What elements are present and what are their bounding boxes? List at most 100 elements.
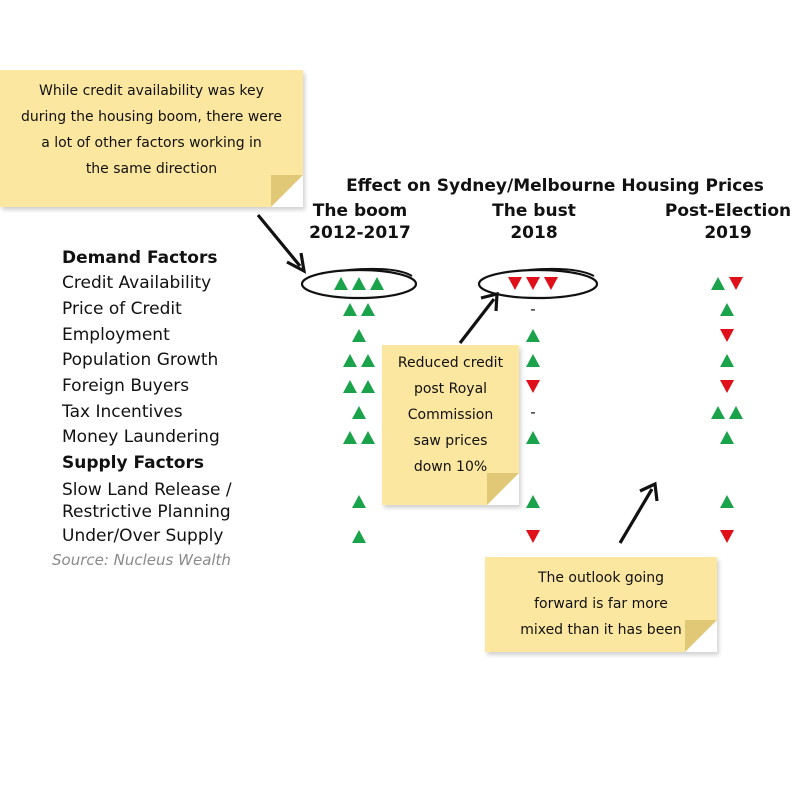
boom-note-line-1: While credit availability was key xyxy=(39,83,264,99)
up-triangle-icon xyxy=(361,430,375,444)
indicator-boom-slow-land-release xyxy=(299,490,419,512)
row-label-credit-availability: Credit Availability xyxy=(62,273,212,293)
indicator-post-slow-land-release xyxy=(667,490,787,512)
down-triangle-icon xyxy=(508,276,522,290)
up-triangle-icon xyxy=(352,328,366,342)
up-triangle-icon xyxy=(352,494,366,508)
indicator-post-population-growth xyxy=(667,349,787,371)
row-label-tax-incentives: Tax Incentives xyxy=(62,402,183,422)
col-bust-period: 2018 xyxy=(510,223,558,243)
col-boom-period: 2012-2017 xyxy=(309,223,411,243)
outlook-arrow-line xyxy=(618,488,654,544)
up-triangle-icon xyxy=(343,353,357,367)
indicator-bust-population-growth xyxy=(473,349,593,371)
section-supply-factors: Supply Factors xyxy=(62,453,204,473)
indicator-bust-slow-land-release xyxy=(473,490,593,512)
down-triangle-icon xyxy=(544,276,558,290)
up-triangle-icon xyxy=(720,430,734,444)
note-fold xyxy=(271,175,303,207)
outlook-note-line-3: mixed than it has been xyxy=(520,622,682,638)
boom-note-line-3: a lot of other factors working in xyxy=(41,135,262,151)
indicator-boom-tax-incentives xyxy=(299,401,419,423)
chart-title: Effect on Sydney/Melbourne Housing Price… xyxy=(346,176,764,196)
indicator-boom-employment xyxy=(299,324,419,346)
indicator-bust-foreign-buyers xyxy=(473,375,593,397)
source-caption: Source: Nucleus Wealth xyxy=(52,551,231,569)
outlook-sticky-note: The outlook going forward is far more mi… xyxy=(485,557,717,652)
up-triangle-icon xyxy=(720,353,734,367)
row-label-employment: Employment xyxy=(62,325,170,345)
indicator-post-employment xyxy=(667,324,787,346)
down-triangle-icon xyxy=(729,276,743,290)
up-triangle-icon xyxy=(526,430,540,444)
up-triangle-icon xyxy=(526,353,540,367)
indicator-post-under-over-supply xyxy=(667,525,787,547)
indicator-post-price-of-credit xyxy=(667,298,787,320)
up-triangle-icon xyxy=(526,328,540,342)
indicator-post-money-laundering xyxy=(667,426,787,448)
bust-sticky-note: Reduced credit post Royal Commission saw… xyxy=(382,345,519,505)
indicator-bust-money-laundering xyxy=(473,426,593,448)
row-label-population-growth: Population Growth xyxy=(62,350,219,370)
down-triangle-icon xyxy=(526,529,540,543)
bust-note-line-4: saw prices xyxy=(413,433,488,449)
up-triangle-icon xyxy=(352,529,366,543)
indicator-post-foreign-buyers xyxy=(667,375,787,397)
row-label-slow-land-release: Slow Land Release / xyxy=(62,480,232,500)
indicator-boom-under-over-supply xyxy=(299,525,419,547)
indicator-boom-foreign-buyers xyxy=(299,375,419,397)
indicator-boom-money-laundering xyxy=(299,426,419,448)
down-triangle-icon xyxy=(526,276,540,290)
row-label-under-over-supply: Under/Over Supply xyxy=(62,526,224,546)
boom-note-line-2: during the housing boom, there were xyxy=(21,109,282,125)
bust-note-line-5: down 10% xyxy=(413,459,488,475)
note-fold xyxy=(685,620,717,652)
indicator-boom-population-growth xyxy=(299,349,419,371)
up-triangle-icon xyxy=(352,276,366,290)
no-change-dash: - xyxy=(530,403,536,421)
indicator-post-tax-incentives xyxy=(667,401,787,423)
down-triangle-icon xyxy=(720,529,734,543)
up-triangle-icon xyxy=(729,405,743,419)
up-triangle-icon xyxy=(370,276,384,290)
section-demand-factors: Demand Factors xyxy=(62,248,218,268)
indicator-post-credit-availability xyxy=(667,272,787,294)
no-change-dash: - xyxy=(530,300,536,318)
up-triangle-icon xyxy=(711,276,725,290)
down-triangle-icon xyxy=(526,379,540,393)
up-triangle-icon xyxy=(711,405,725,419)
up-triangle-icon xyxy=(352,405,366,419)
boom-sticky-note: While credit availability was key during… xyxy=(0,70,303,207)
up-triangle-icon xyxy=(343,430,357,444)
outlook-note-line-2: forward is far more xyxy=(534,596,668,612)
indicator-boom-price-of-credit xyxy=(299,298,419,320)
col-boom-label: The boom xyxy=(312,201,408,221)
up-triangle-icon xyxy=(526,494,540,508)
bust-note-line-1: Reduced credit xyxy=(397,355,504,371)
indicator-boom-credit-availability xyxy=(299,272,419,294)
boom-note-line-4: the same direction xyxy=(85,161,218,177)
indicator-bust-credit-availability xyxy=(473,272,593,294)
up-triangle-icon xyxy=(343,302,357,316)
up-triangle-icon xyxy=(361,302,375,316)
up-triangle-icon xyxy=(343,379,357,393)
indicator-bust-tax-incentives: - xyxy=(473,401,593,423)
col-bust-label: The bust xyxy=(492,201,576,221)
outlook-note-line-1: The outlook going xyxy=(537,570,665,586)
down-triangle-icon xyxy=(720,379,734,393)
up-triangle-icon xyxy=(720,302,734,316)
row-label-money-laundering: Money Laundering xyxy=(62,427,220,447)
col-header-post: Post-Election 2019 xyxy=(658,200,798,244)
up-triangle-icon xyxy=(720,494,734,508)
up-triangle-icon xyxy=(361,379,375,393)
row-label-price-of-credit: Price of Credit xyxy=(62,299,182,319)
indicator-bust-employment xyxy=(473,324,593,346)
bust-note-line-3: Commission xyxy=(407,407,494,423)
row-label-restrictive-planning: Restrictive Planning xyxy=(62,502,231,522)
indicator-bust-under-over-supply xyxy=(473,525,593,547)
bust-note-line-2: post Royal xyxy=(413,381,488,397)
col-header-bust: The bust 2018 xyxy=(474,200,594,244)
col-header-boom: The boom 2012-2017 xyxy=(295,200,425,244)
down-triangle-icon xyxy=(720,328,734,342)
up-triangle-icon xyxy=(361,353,375,367)
